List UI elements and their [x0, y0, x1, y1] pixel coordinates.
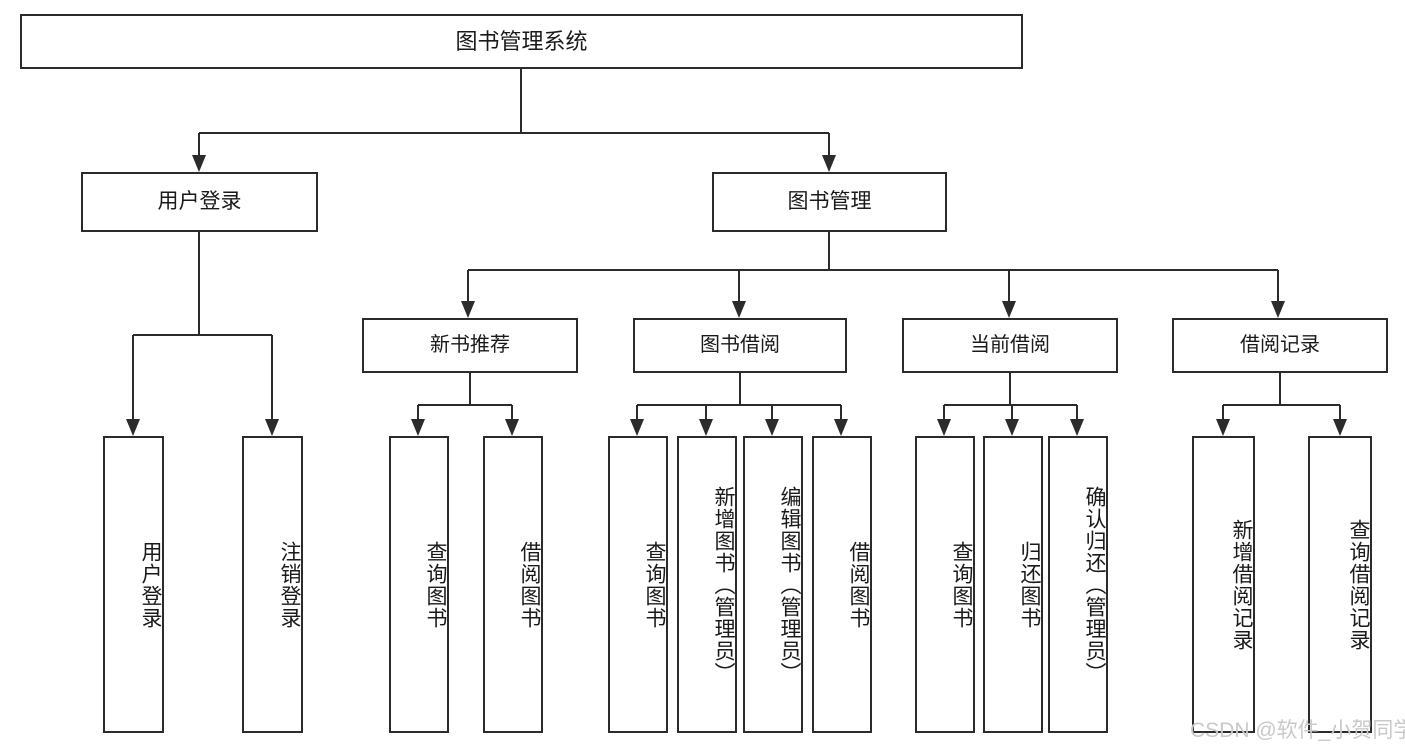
node-leaf-borrow-book-1[interactable]: 借阅图书: [483, 436, 543, 733]
node-leaf-query-book-1[interactable]: 查询图书: [389, 436, 449, 733]
connector-group-stem: [739, 373, 741, 405]
connector-user-login-bus: [133, 334, 272, 336]
connector-group-bus: [944, 404, 1077, 406]
connector-vertical: [1011, 405, 1013, 419]
connector-arrowhead: [1005, 419, 1019, 436]
node-label: 借阅记录: [1240, 333, 1320, 356]
connector-vertical: [1076, 405, 1078, 419]
node-label: 新增借阅记录: [1230, 518, 1253, 651]
node-label: 图书管理: [787, 189, 872, 213]
node-label: 图书管理系统: [455, 28, 588, 54]
connector-arrowhead: [1333, 419, 1347, 436]
node-leaf-logout[interactable]: 注销登录: [242, 436, 303, 733]
node-leaf-add-record[interactable]: 新增借阅记录: [1192, 436, 1255, 733]
connector-arrowhead: [630, 419, 644, 436]
node-root[interactable]: 图书管理系统: [20, 14, 1023, 69]
node-label: 新书推荐: [430, 333, 510, 356]
connector-root-stem: [520, 69, 522, 133]
connector-vertical: [511, 405, 513, 419]
node-label: 查询图书: [424, 540, 447, 629]
connector-vertical: [271, 335, 273, 419]
node-label: 编辑图书（管理员）: [778, 485, 801, 684]
node-leaf-add-book[interactable]: 新增图书（管理员）: [677, 436, 737, 733]
connector-group-bus: [1223, 404, 1340, 406]
node-label: 查询图书: [643, 540, 666, 629]
node-current-borrow[interactable]: 当前借阅: [902, 318, 1118, 373]
node-book-borrow[interactable]: 图书借阅: [633, 318, 847, 373]
node-label: 当前借阅: [970, 333, 1050, 356]
connector-arrowhead: [699, 419, 713, 436]
node-borrow-record[interactable]: 借阅记录: [1172, 318, 1388, 373]
connector-vertical: [467, 270, 469, 301]
node-label: 新增图书（管理员）: [712, 485, 735, 684]
node-leaf-query-book-3[interactable]: 查询图书: [915, 436, 975, 733]
connector-vertical: [943, 405, 945, 419]
connector-book-manage-stem: [828, 232, 830, 270]
node-leaf-query-record[interactable]: 查询借阅记录: [1308, 436, 1372, 733]
connector-user-login-stem: [198, 232, 200, 335]
node-leaf-confirm-return[interactable]: 确认归还（管理员）: [1048, 436, 1108, 733]
connector-arrowhead: [265, 419, 279, 436]
connector-arrowhead: [937, 419, 951, 436]
connector-arrowhead: [822, 155, 836, 172]
connector-vertical: [840, 405, 842, 419]
node-label: 图书借阅: [700, 333, 780, 356]
connector-vertical: [1008, 270, 1010, 301]
node-user-login[interactable]: 用户登录: [81, 172, 318, 232]
node-label: 查询借阅记录: [1347, 518, 1370, 651]
node-label: 确认归还（管理员）: [1083, 485, 1106, 684]
connector-arrowhead: [834, 419, 848, 436]
connector-root-bus: [199, 132, 829, 134]
connector-group-stem: [1009, 373, 1011, 405]
node-label: 用户登录: [139, 540, 162, 629]
node-leaf-edit-book[interactable]: 编辑图书（管理员）: [743, 436, 803, 733]
connector-arrowhead: [1216, 419, 1230, 436]
node-label: 查询图书: [950, 540, 973, 629]
node-label: 借阅图书: [518, 540, 541, 629]
node-leaf-borrow-book-2[interactable]: 借阅图书: [812, 436, 872, 733]
connector-arrowhead: [1070, 419, 1084, 436]
node-leaf-user-login[interactable]: 用户登录: [103, 436, 164, 733]
connector-vertical: [828, 133, 830, 155]
connector-vertical: [132, 335, 134, 419]
connector-group-bus: [637, 404, 841, 406]
connector-group-stem: [469, 373, 471, 405]
connector-vertical: [1277, 270, 1279, 301]
connector-group-bus: [418, 404, 512, 406]
connector-vertical: [198, 133, 200, 155]
node-leaf-query-book-2[interactable]: 查询图书: [608, 436, 668, 733]
connector-group-stem: [1279, 373, 1281, 405]
connector-vertical: [705, 405, 707, 419]
connector-vertical: [1222, 405, 1224, 419]
node-label: 归还图书: [1018, 540, 1041, 629]
node-leaf-return-book[interactable]: 归还图书: [983, 436, 1043, 733]
connector-arrowhead: [505, 419, 519, 436]
connector-vertical: [1339, 405, 1341, 419]
node-label: 注销登录: [278, 540, 301, 629]
node-label: 用户登录: [157, 189, 242, 213]
connector-arrowhead: [126, 419, 140, 436]
node-label: 借阅图书: [847, 540, 870, 629]
connector-arrowhead: [1271, 301, 1285, 318]
connector-arrowhead: [732, 301, 746, 318]
connector-arrowhead: [461, 301, 475, 318]
connector-arrowhead: [765, 419, 779, 436]
node-new-book-rec[interactable]: 新书推荐: [362, 318, 578, 373]
connector-arrowhead: [411, 419, 425, 436]
connector-arrowhead: [192, 155, 206, 172]
connector-vertical: [636, 405, 638, 419]
connector-vertical: [738, 270, 740, 301]
connector-vertical: [417, 405, 419, 419]
node-book-manage[interactable]: 图书管理: [712, 172, 947, 232]
connector-vertical: [771, 405, 773, 419]
connector-arrowhead: [1002, 301, 1016, 318]
connector-book-manage-bus: [468, 269, 1278, 271]
